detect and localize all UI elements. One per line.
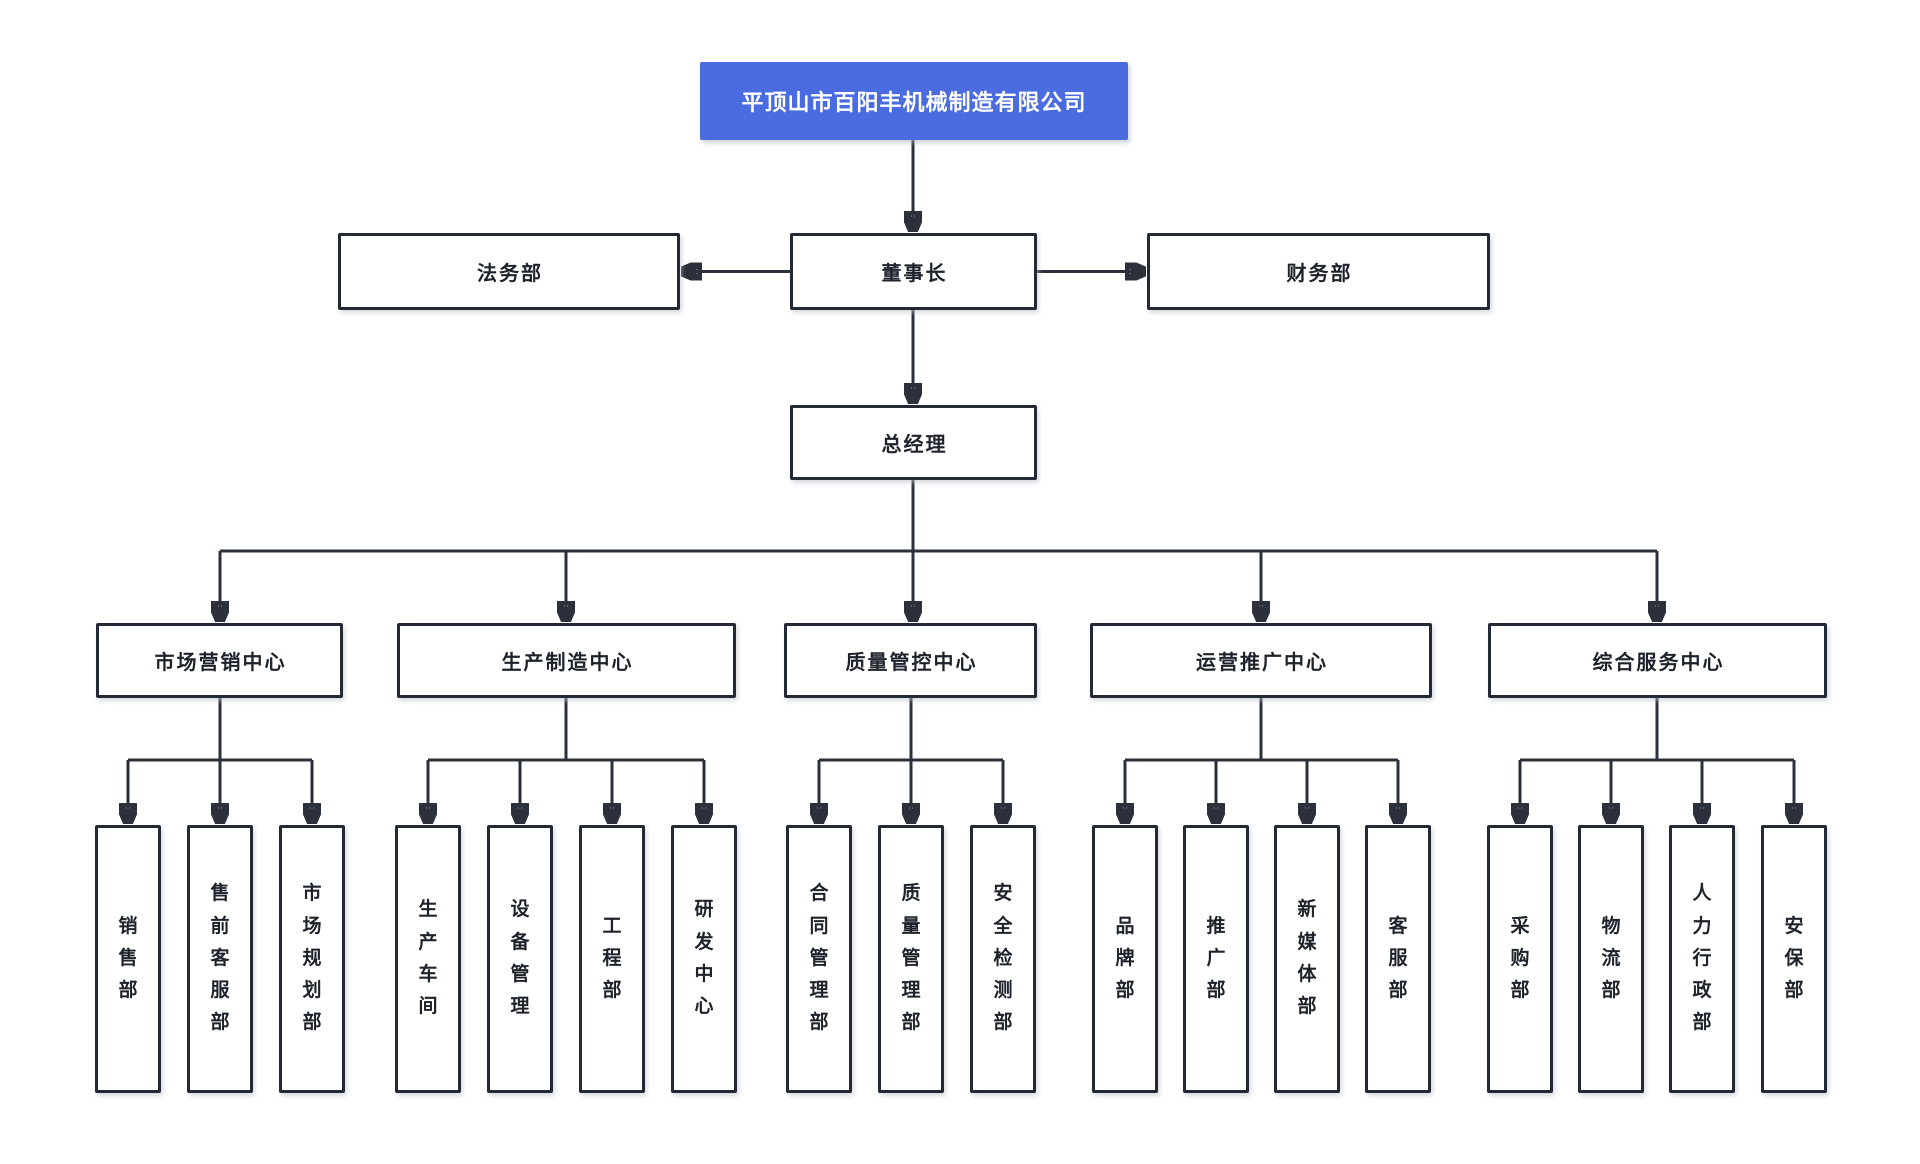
dept-contract-management-label: 合同管理部 <box>809 883 829 1034</box>
node-dept-contract-management: 合同管理部 <box>786 825 852 1093</box>
connector-services-center-branch <box>1520 698 1794 821</box>
connector-production-center-branch <box>428 698 704 821</box>
node-dept-sales: 销售部 <box>95 825 161 1093</box>
dept-brand-label: 品牌部 <box>1115 915 1135 1002</box>
dept-hr-admin-label: 人力行政部 <box>1692 883 1712 1034</box>
dept-market-planning-label: 市场规划部 <box>302 883 322 1034</box>
center-services-label: 综合服务中心 <box>1592 652 1725 674</box>
node-center-marketing: 市场营销中心 <box>96 623 343 698</box>
node-dept-engineering: 工程部 <box>579 825 645 1093</box>
dept-procurement-label: 采购部 <box>1510 915 1530 1002</box>
node-dept-rnd-center: 研发中心 <box>671 825 737 1093</box>
node-finance-dept: 财务部 <box>1147 233 1490 310</box>
node-center-quality: 质量管控中心 <box>784 623 1037 698</box>
dept-customer-service-label: 客服部 <box>1388 915 1408 1002</box>
dept-logistics-label: 物流部 <box>1601 915 1621 1002</box>
dept-engineering-label: 工程部 <box>602 915 622 1002</box>
node-dept-logistics: 物流部 <box>1578 825 1644 1093</box>
dept-sales-label: 销售部 <box>118 915 138 1002</box>
dept-presales-service-label: 售前客服部 <box>210 883 230 1034</box>
node-general-manager: 总经理 <box>790 405 1037 480</box>
node-dept-promotion: 推广部 <box>1183 825 1249 1093</box>
center-marketing-label: 市场营销中心 <box>154 652 287 674</box>
node-center-production: 生产制造中心 <box>397 623 736 698</box>
dept-quality-management-label: 质量管理部 <box>901 883 921 1034</box>
node-dept-hr-admin: 人力行政部 <box>1669 825 1735 1093</box>
company-label: 平顶山市百阳丰机械制造有限公司 <box>741 90 1087 115</box>
chairman-label: 董事长 <box>881 263 948 285</box>
node-dept-quality-management: 质量管理部 <box>878 825 944 1093</box>
node-chairman: 董事长 <box>790 233 1037 310</box>
node-dept-security: 安保部 <box>1761 825 1827 1093</box>
dept-equipment-management-label: 设备管理 <box>510 899 530 1018</box>
node-dept-presales-service: 售前客服部 <box>187 825 253 1093</box>
node-company: 平顶山市百阳丰机械制造有限公司 <box>700 62 1128 140</box>
node-dept-production-workshop: 生产车间 <box>395 825 461 1093</box>
node-dept-customer-service: 客服部 <box>1365 825 1431 1093</box>
connector-operations-center-branch <box>1125 698 1398 821</box>
finance-dept-label: 财务部 <box>1286 263 1353 285</box>
node-center-services: 综合服务中心 <box>1488 623 1827 698</box>
connector-marketing-center-branch <box>128 698 312 821</box>
dept-rnd-center-label: 研发中心 <box>694 899 714 1018</box>
dept-promotion-label: 推广部 <box>1206 915 1226 1002</box>
connector-quality-center-branch <box>819 698 1003 821</box>
node-dept-procurement: 采购部 <box>1487 825 1553 1093</box>
connector-general-manager-trunk <box>220 480 1657 619</box>
general-manager-label: 总经理 <box>881 434 948 456</box>
node-dept-market-planning: 市场规划部 <box>279 825 345 1093</box>
node-dept-safety-inspection: 安全检测部 <box>970 825 1036 1093</box>
node-dept-equipment-management: 设备管理 <box>487 825 553 1093</box>
center-production-label: 生产制造中心 <box>501 652 634 674</box>
center-quality-label: 质量管控中心 <box>845 652 978 674</box>
legal-dept-label: 法务部 <box>477 263 543 285</box>
node-center-operations: 运营推广中心 <box>1090 623 1432 698</box>
node-dept-brand: 品牌部 <box>1092 825 1158 1093</box>
dept-new-media-label: 新媒体部 <box>1297 899 1317 1018</box>
dept-safety-inspection-label: 安全检测部 <box>993 883 1013 1034</box>
dept-production-workshop-label: 生产车间 <box>418 899 438 1018</box>
dept-security-label: 安保部 <box>1784 915 1804 1002</box>
node-legal-dept: 法务部 <box>338 233 680 310</box>
node-dept-new-media: 新媒体部 <box>1274 825 1340 1093</box>
center-operations-label: 运营推广中心 <box>1196 652 1328 674</box>
